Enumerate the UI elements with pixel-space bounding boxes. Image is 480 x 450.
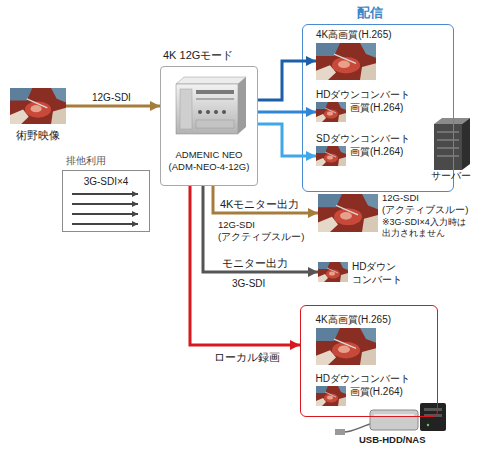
recording-label: 4K高画質(H.265): [316, 313, 392, 326]
device-panel: [196, 120, 234, 128]
input-arrow: [72, 223, 138, 225]
mode-heading: 4K 12Gモード: [163, 48, 259, 62]
device-port: [206, 110, 210, 114]
server-bay: [437, 132, 459, 133]
input-label: 3G-SDI×4: [63, 175, 149, 188]
device-name: ADMENIC NEO (ADM-NEO-4-12G): [166, 149, 252, 173]
surgery-photo: [10, 88, 66, 124]
input-arrow: [72, 203, 138, 205]
storage-label: USB-HDD/NAS: [359, 434, 426, 446]
input-arrows: [72, 194, 138, 224]
device-box: 4K 12GモードADMENIC NEO (ADM-NEO-4-12G): [160, 66, 258, 186]
device-slot: [196, 98, 234, 100]
signal-label: 12G-SDI (アクティブスルー): [382, 192, 474, 216]
output-label: 4Kモニター出力: [220, 197, 299, 211]
server-bay: [437, 148, 459, 149]
note: 排他利用: [66, 154, 106, 167]
device-slot: [196, 90, 234, 94]
signal-label: 3G-SDI: [232, 277, 265, 290]
stream-arrow: [258, 111, 316, 114]
server-bay: [437, 156, 459, 157]
recording-arrow: [190, 186, 300, 345]
output-label: モニター出力: [222, 256, 288, 270]
input-box: 3G-SDI×4: [62, 170, 150, 232]
stream-item: SDダウンコンバート 画質(H.264): [316, 132, 428, 166]
surgery-photo: [318, 194, 378, 232]
signal-label: 12G-SDI: [92, 91, 131, 104]
group-title: 配信: [345, 4, 395, 21]
output-label: ローカル録画: [214, 350, 280, 364]
stream-item: HDダウンコンバート 画質(H.264): [316, 88, 428, 122]
nas-bay: [424, 408, 442, 411]
surgery-photo: [316, 386, 346, 406]
nas-led: [427, 424, 429, 426]
output-arrow: [213, 186, 318, 213]
input-arrow: [72, 213, 138, 215]
recording-label: HDダウンコンバート 画質(H.264): [316, 372, 426, 398]
surgery-photo: [316, 328, 376, 365]
usb-hdd: [370, 410, 418, 430]
distribution-group: 配信4K高画質(H.265)HDダウンコンバート 画質(H.264)SDダウンコ…: [302, 24, 454, 192]
stream-item: 4K高画質(H.265): [316, 28, 416, 81]
recording-item: HDダウンコンバート 画質(H.264): [316, 372, 428, 406]
device-panel: [180, 89, 192, 129]
device-top: [176, 77, 246, 84]
source-label: 術野映像: [6, 128, 70, 142]
monitor-output: HDダウン コンバート: [318, 260, 414, 286]
server-side: [462, 118, 470, 170]
surgery-photo: [316, 102, 346, 122]
device-front: [176, 84, 238, 134]
nas: [420, 403, 446, 431]
signal-label: 12G-SDI (アクティブスルー): [218, 219, 308, 243]
surgery-photo: [318, 262, 348, 282]
device-port: [214, 110, 218, 114]
recording-item: 4K高画質(H.265): [316, 313, 416, 365]
server-illustration: [434, 118, 470, 170]
stream-label: HDダウンコンバート 画質(H.264): [316, 88, 426, 114]
stream-label: 4K高画質(H.265): [316, 28, 392, 41]
stream-arrow: [258, 124, 316, 156]
monitor-output: 12G-SDI (アクティブスルー)※3G-SDI×4入力時は 出力されません: [318, 193, 478, 239]
surgery-photo: [316, 43, 376, 80]
device-port: [198, 110, 202, 114]
input-arrow: [72, 193, 138, 195]
note: ※3G-SDI×4入力時は 出力されません: [382, 217, 478, 239]
stream-arrow: [258, 61, 316, 100]
device-illustration: [176, 77, 246, 134]
server-bay: [437, 140, 459, 141]
device-side: [238, 77, 246, 134]
output-arrow: [203, 186, 318, 272]
usb-plug: [335, 429, 345, 435]
recording-group: USB-HDD/NAS4K高画質(H.265)HDダウンコンバート 画質(H.2…: [300, 305, 438, 417]
usb-cable: [344, 424, 370, 432]
stream-label: SDダウンコンバート 画質(H.264): [316, 132, 426, 158]
signal-arrow: [66, 105, 160, 108]
output-label: HDダウン コンバート: [352, 260, 412, 286]
surgery-photo: [316, 146, 346, 166]
device-port: [222, 110, 226, 114]
server: サーバー: [428, 116, 474, 184]
server-label: サーバー: [428, 170, 474, 182]
server-front: [434, 124, 462, 170]
video-source: 術野映像: [10, 88, 66, 146]
storage-illustration: [335, 403, 446, 435]
